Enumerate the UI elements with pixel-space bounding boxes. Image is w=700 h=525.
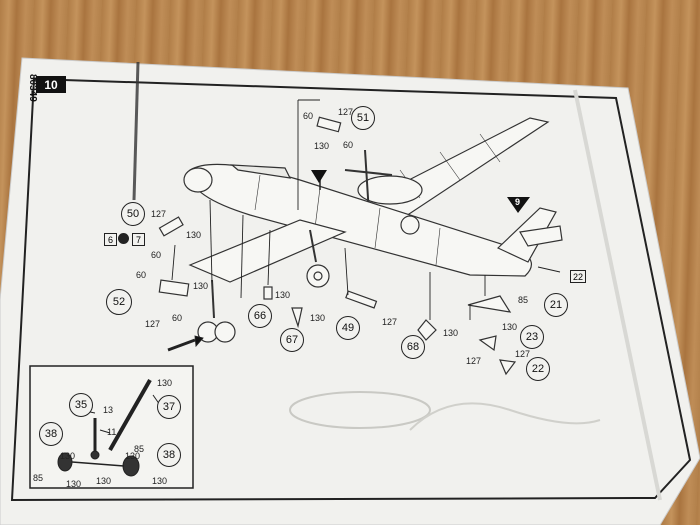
part-label: 130 <box>186 230 202 240</box>
part-label: 127 <box>466 356 482 366</box>
step-9-marker: 9 <box>515 197 521 207</box>
seq-icon <box>118 233 129 244</box>
part-label: 130 <box>275 290 291 300</box>
part-label: 127 <box>515 349 531 359</box>
part-label: 130 <box>152 476 168 486</box>
step-number-box: 10 <box>36 76 66 93</box>
part-label: 127 <box>145 319 161 329</box>
ref-22-box: 22 <box>570 270 586 283</box>
seq-box-7: 7 <box>132 233 145 246</box>
part-label: 130 <box>96 476 112 486</box>
callout-37: 37 <box>157 395 181 419</box>
part-label: 60 <box>151 250 162 260</box>
part-label: 60 <box>303 111 314 121</box>
part-label: 130 <box>314 141 330 151</box>
part-label: 130 <box>66 479 82 489</box>
callout-22: 22 <box>526 357 550 381</box>
part-label: 85 <box>33 473 44 483</box>
callout-66: 66 <box>248 304 272 328</box>
part-label: 60 <box>343 140 354 150</box>
callout-51: 51 <box>351 106 375 130</box>
part-label: 127 <box>382 317 398 327</box>
part-label: 127 <box>151 209 167 219</box>
aircraft-drawing <box>158 116 563 376</box>
part-label: 130 <box>157 378 173 388</box>
part-label: 130 <box>502 322 518 332</box>
callout-49: 49 <box>336 316 360 340</box>
part-label: 60 <box>172 313 183 323</box>
part-label: 130 <box>443 328 459 338</box>
part-label: 130 <box>310 313 326 323</box>
part-label: 130 <box>125 451 141 461</box>
part-label: 13 <box>103 405 114 415</box>
sheet-frame <box>10 77 692 502</box>
part-label: 85 <box>518 295 529 305</box>
seq-box-6: 6 <box>104 233 117 246</box>
part-label: 85 <box>134 444 145 454</box>
part-label: 130 <box>193 281 209 291</box>
callout-68: 68 <box>401 335 425 359</box>
callout-67: 67 <box>280 328 304 352</box>
callout-52: 52 <box>106 289 132 315</box>
callout-38-right: 38 <box>157 443 181 467</box>
part-label: 11 <box>107 427 117 437</box>
callout-21: 21 <box>544 293 568 317</box>
part-label: 130 <box>60 451 76 461</box>
callout-35: 35 <box>69 393 93 417</box>
part-label: 60 <box>136 270 147 280</box>
callout-50: 50 <box>121 202 145 226</box>
part-label: 127 <box>338 107 354 117</box>
callout-23: 23 <box>520 325 544 349</box>
callout-38-left: 38 <box>39 422 63 446</box>
